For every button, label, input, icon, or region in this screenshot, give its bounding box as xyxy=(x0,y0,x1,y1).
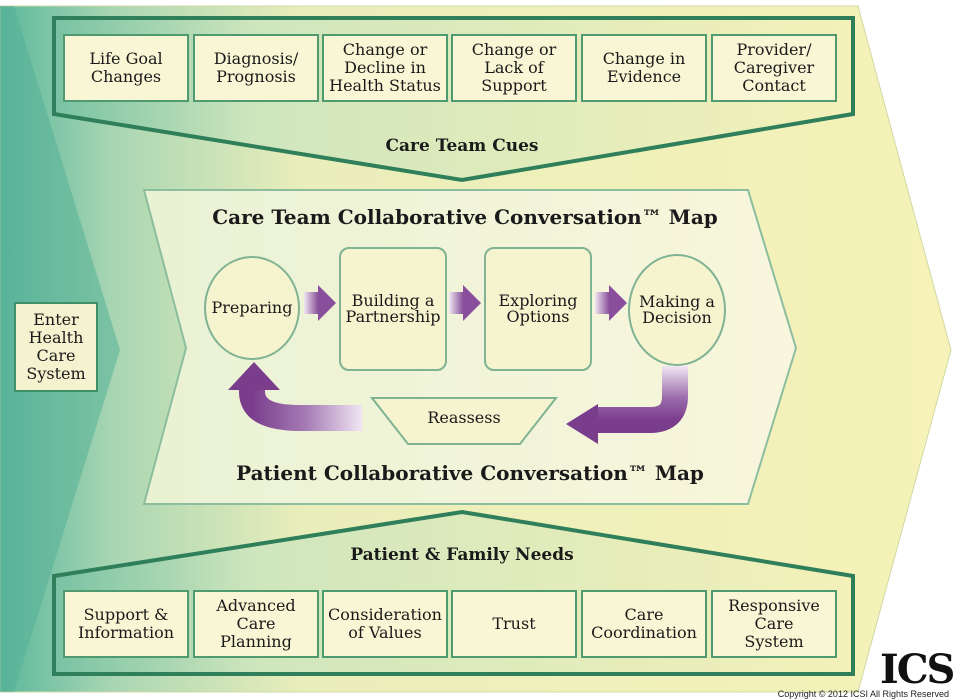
enter-health-care-system: Enter Health Care System xyxy=(14,302,98,392)
step-making-decision: Making a Decision xyxy=(628,254,726,366)
need-support-information: Support & Information xyxy=(63,590,189,658)
cue-provider-contact: Provider/ Caregiver Contact xyxy=(711,34,837,102)
step-arrow-1 xyxy=(304,285,336,321)
need-responsive-care-system: Responsive Care System xyxy=(711,590,837,658)
need-care-coordination: Care Coordination xyxy=(581,590,707,658)
need-advanced-care-planning: Advanced Care Planning xyxy=(193,590,319,658)
cue-life-goal-changes: Life Goal Changes xyxy=(63,34,189,102)
cue-support: Change or Lack of Support xyxy=(451,34,577,102)
step-preparing: Preparing xyxy=(204,256,300,360)
patient-map-title: Patient Collaborative Conversation™ Map xyxy=(236,461,704,485)
icsi-logo: ICSI xyxy=(880,646,953,693)
care-team-map-title: Care Team Collaborative Conversation™ Ma… xyxy=(212,205,718,229)
copyright-text: Copyright © 2012 ICSI All Rights Reserve… xyxy=(777,689,949,699)
need-trust: Trust xyxy=(451,590,577,658)
care-team-cues-heading: Care Team Cues xyxy=(385,136,539,156)
step-arrow-3 xyxy=(595,285,627,321)
step-arrow-2 xyxy=(449,285,481,321)
cue-diagnosis-prognosis: Diagnosis/ Prognosis xyxy=(193,34,319,102)
step-exploring-options: Exploring Options xyxy=(484,247,592,371)
need-consideration-values: Consideration of Values xyxy=(322,590,448,658)
cue-evidence: Change in Evidence xyxy=(581,34,707,102)
step-reassess: Reassess xyxy=(427,408,501,428)
step-building-partnership: Building a Partnership xyxy=(339,247,447,371)
cue-health-status: Change or Decline in Health Status xyxy=(322,34,448,102)
patient-family-needs-heading: Patient & Family Needs xyxy=(350,545,574,565)
